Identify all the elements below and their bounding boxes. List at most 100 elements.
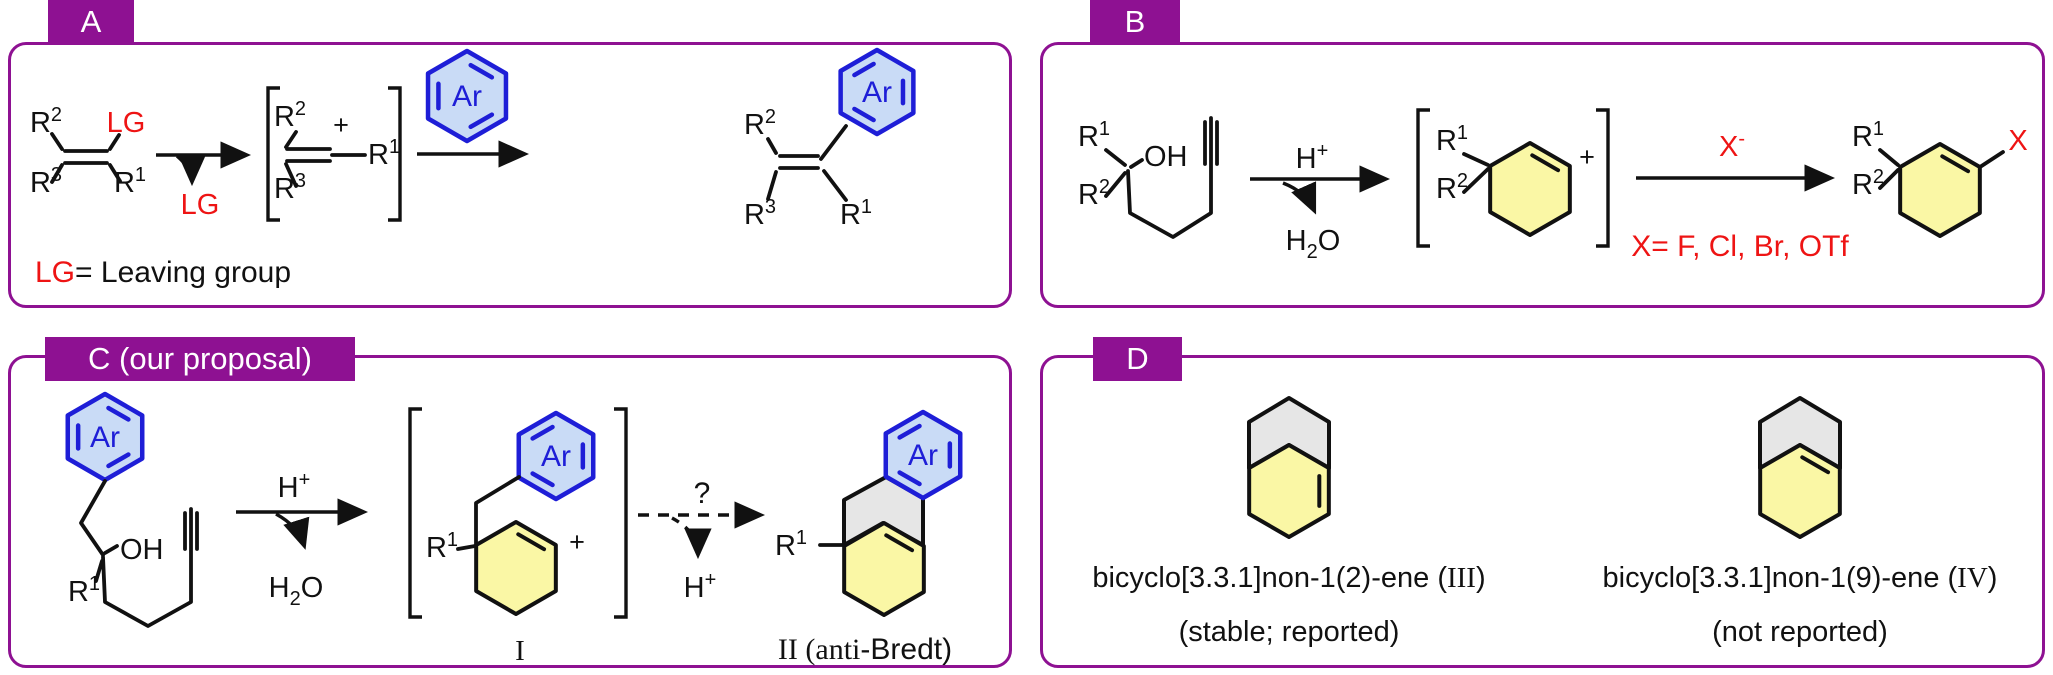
tab-c: C (our proposal) xyxy=(45,337,355,381)
panel-c-scheme: Ar OH R1 H+ H2O Ar R1 + I ? H+ xyxy=(65,391,963,667)
tab-d: D xyxy=(1093,337,1182,381)
cyclohexenyl-cation-intermediate: R1 R2 + xyxy=(1416,108,1610,248)
substrate-bonds xyxy=(79,479,199,628)
panel-a-scheme: R2 R3 LG R1 LG R2 R3 + R1 Ar Ar xyxy=(30,47,916,289)
alkynyl-alcohol-substrate: R1 R2 OH xyxy=(1078,116,1219,239)
ar-label: Ar xyxy=(90,421,120,454)
plus-charge: + xyxy=(569,527,585,557)
lg-legend: LG= Leaving group xyxy=(35,256,291,289)
bracket-left xyxy=(266,86,280,222)
bracket-left xyxy=(1416,108,1430,248)
r3-label: R3 xyxy=(30,164,62,199)
product-bonds xyxy=(1878,148,2005,190)
r2-label: R2 xyxy=(1436,170,1468,205)
lg-loss-curved-arrow xyxy=(175,154,206,187)
substrate-bonds xyxy=(50,132,122,184)
water-loss-curved-arrow xyxy=(275,512,310,550)
tab-d-label: D xyxy=(1126,341,1149,376)
lg-label: LG xyxy=(107,107,146,139)
x-label: X xyxy=(2008,125,2027,157)
bracket-right xyxy=(614,407,628,619)
ar-label: Ar xyxy=(862,76,892,109)
r1-label: R1 xyxy=(775,527,807,562)
substrate-bonds xyxy=(1104,116,1219,239)
x-anion-label: X- xyxy=(1719,128,1745,163)
product-ii-label: II (anti-Bredt) xyxy=(778,633,952,666)
r1-label: R1 xyxy=(68,573,100,608)
ar-label: Ar xyxy=(452,80,482,113)
proton-loss-curved-arrow xyxy=(671,516,712,560)
halide-trapping-step: X- X= F, Cl, Br, OTf xyxy=(1631,128,1849,263)
cyclohexene-ring xyxy=(1488,141,1572,237)
ar-ring xyxy=(883,409,963,501)
cyclohexene-ring xyxy=(1247,443,1331,539)
r2-label: R2 xyxy=(1852,166,1884,201)
product-bonds xyxy=(766,124,848,202)
aryl-alkene-product: Ar R2 R3 R1 xyxy=(744,47,916,231)
h-plus-label: H+ xyxy=(278,469,311,504)
x-definition-label: X= F, Cl, Br, OTf xyxy=(1631,230,1849,263)
r1-label: R1 xyxy=(114,164,146,199)
ar-label: Ar xyxy=(541,440,571,473)
cation-bonds xyxy=(1462,152,1490,194)
panel-b-scheme: R1 R2 OH H+ H2O R1 R2 + X- X= F, Cl, Br,… xyxy=(1078,108,2028,263)
cyclohexene-ring xyxy=(842,521,926,617)
r1-label: R1 xyxy=(368,136,400,171)
tab-a: A xyxy=(48,0,134,44)
tab-b: B xyxy=(1090,0,1180,44)
water-loss-curved-arrow xyxy=(1282,181,1317,215)
h2o-label: H2O xyxy=(1286,225,1341,263)
r2-label: R2 xyxy=(744,106,776,141)
structure-iii-name: bicyclo[3.3.1]non-1(2)-ene (III) xyxy=(1092,562,1485,594)
bicyclononene-III-structure xyxy=(1247,396,1331,539)
plus-charge: + xyxy=(1579,142,1595,172)
bracket-left xyxy=(408,407,422,619)
r3-label: R3 xyxy=(274,170,306,205)
cyclohexene-ring xyxy=(474,520,558,616)
anti-bredt-product-II: Ar R1 II (anti-Bredt) xyxy=(775,409,963,666)
r1-label: R1 xyxy=(1078,118,1110,153)
tab-b-label: B xyxy=(1124,4,1146,39)
structure-iv-note: (not reported) xyxy=(1712,616,1888,648)
panel-d xyxy=(1040,355,2045,668)
bracket-right xyxy=(1596,108,1610,248)
r3-label: R3 xyxy=(744,196,776,231)
ar-ring xyxy=(425,48,509,144)
r1-label: R1 xyxy=(1436,122,1468,157)
aryl-reagent: Ar xyxy=(425,48,509,144)
cyclohexene-ring xyxy=(1898,142,1982,238)
ionization-step: LG xyxy=(156,141,252,221)
dehydration-step: H+ H2O xyxy=(236,469,369,610)
r1-label: R1 xyxy=(426,529,458,564)
vinyl-cation-intermediate: R2 R3 + R1 xyxy=(266,86,402,222)
cation-bonds xyxy=(284,130,367,188)
bracket-right xyxy=(388,86,402,222)
cation-intermediate-I: Ar R1 + I xyxy=(408,407,628,667)
panel-d-scheme: bicyclo[3.3.1]non-1(2)-ene (III) (stable… xyxy=(1092,396,1997,648)
ar-ring xyxy=(516,410,596,502)
question-mark: ? xyxy=(694,477,711,510)
r2-label: R2 xyxy=(1078,176,1110,211)
r1-label: R1 xyxy=(1852,118,1884,153)
intermediate-i-label: I xyxy=(515,635,525,667)
plus-charge: + xyxy=(333,110,349,140)
tab-c-label: C (our proposal) xyxy=(88,341,312,376)
r1-label: R1 xyxy=(840,196,872,231)
r2-label: R2 xyxy=(274,98,306,133)
vinyl-halide-product: R1 R2 X xyxy=(1852,118,2028,238)
r2-label: R2 xyxy=(30,104,62,139)
intermediate-bonds xyxy=(456,475,521,551)
bicyclononene-IV-structure xyxy=(1758,396,1842,539)
benzyl-alkynyl-alcohol-substrate: Ar OH R1 xyxy=(65,391,199,628)
cyclohexene-ring xyxy=(1758,443,1842,539)
lg-leaving-label: LG xyxy=(181,189,220,221)
h-plus-label: H+ xyxy=(684,569,717,604)
ar-label: Ar xyxy=(908,439,938,472)
h-plus-label: H+ xyxy=(1296,140,1329,175)
ar-ring xyxy=(838,47,916,137)
proposed-step: ? H+ xyxy=(638,477,766,604)
h2o-label: H2O xyxy=(269,572,324,610)
vinyl-lg-substrate: R2 R3 LG R1 xyxy=(30,104,146,199)
tab-a-label: A xyxy=(80,4,102,39)
